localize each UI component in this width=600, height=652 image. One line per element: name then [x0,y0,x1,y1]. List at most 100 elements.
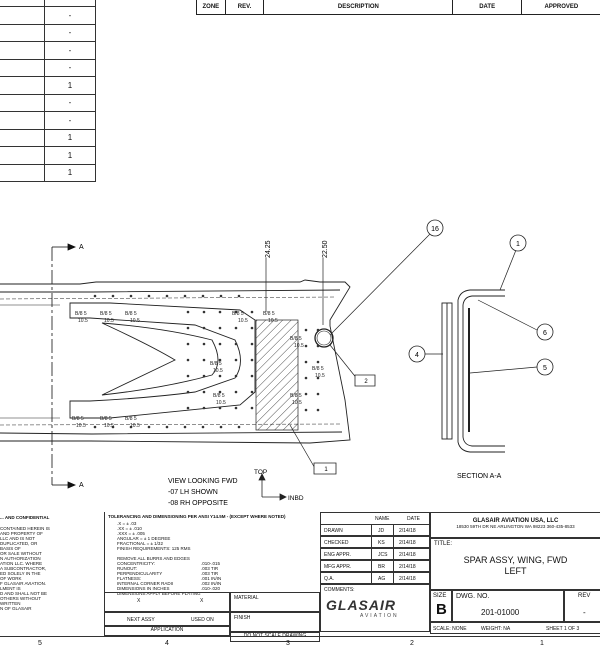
rivet [129,294,133,298]
svg-text:5: 5 [543,365,547,372]
size-cell: SIZE B [430,590,452,622]
bom-qty: 1 [67,168,73,178]
rivet [237,294,241,298]
company-cell: GLASAIR AVIATION USA, LLC 18530 59TH DR … [430,512,600,538]
hole-circle [314,328,334,348]
rivet [186,326,190,330]
section-a-a-view [441,289,505,453]
rivet-pattern [93,294,320,429]
section-balloon-6: 6 [536,323,554,341]
rivet-label: B/8 5 [72,416,84,422]
zone-3: 3 [286,640,290,647]
rivet [237,425,241,429]
rivet [165,425,169,429]
zone-strip: 5 4 3 2 1 [0,636,600,652]
bom-row: - [0,112,95,130]
rivet [250,390,254,394]
approval-name: AG [378,576,386,582]
svg-text:2: 2 [364,379,368,385]
rivet [186,374,190,378]
x-mark-cell: X X [104,592,230,612]
bom-row: 1 [0,164,95,182]
rivet [129,425,133,429]
rivet [147,294,151,298]
bom-qty: - [68,115,72,125]
rivet [304,392,308,396]
approval-date: 2/14/18 [399,564,416,570]
rivet [218,374,222,378]
rev-cell: REV - [564,590,600,622]
rivet-label: B/8 5 [75,311,87,317]
comments-cell: COMMENTS: [320,584,430,632]
dwg-no-value: 201-01000 [481,608,520,617]
rivet [316,376,320,380]
rivet [234,406,238,410]
bill-of-materials-fragment: - - - - 1 - - 1 1 1 [0,0,96,182]
dimension-22-50: 22.50 [322,240,329,258]
rivet [304,344,308,348]
approval-name: KS [378,540,385,546]
scale-row: SCALE: NONE WEIGHT: NA SHEET 1 OF 3 [430,622,600,634]
rivet [202,342,206,346]
view-note-1: VIEW LOOKING FWD [168,478,238,485]
approval-date: 2/14/18 [399,552,416,558]
zone-5: 5 [38,640,42,647]
rivet [234,310,238,314]
approval-date: 2/14/18 [399,576,416,582]
rivet [202,358,206,362]
rivet-label: 10.5 [76,423,86,429]
leader-lines [289,233,431,471]
dir-top-label: TOP [254,469,267,476]
rivet [218,326,222,330]
approval-role: CHECKED [324,540,349,546]
approval-date: 2/14/18 [399,528,416,534]
rivet [111,294,115,298]
dir-inbd-label: INBD [288,495,304,502]
rivet [202,326,206,330]
rivet [219,294,223,298]
rivet [202,374,206,378]
bom-qty: 1 [67,80,73,90]
rivet-label: B/8 5 [125,311,137,317]
application-cell: APPLICATION [104,626,230,636]
rivet-label: 10.5 [292,400,302,406]
bom-qty: 1 [67,133,73,143]
rivet-label: B/8 5 [213,393,225,399]
rivet [234,390,238,394]
rivet [316,360,320,364]
rivet [250,310,254,314]
next-assy-row: NEXT ASSY USED ON [104,612,230,626]
material-cell: MATERIAL [230,592,320,612]
rev-col-description: DESCRIPTION [264,0,454,14]
approval-role: ENG APPR. [324,552,351,558]
rivet-label: B/8 5 [312,366,324,372]
balloon-16: 16 [426,219,444,237]
rivet [218,406,222,410]
section-marker-top: A [79,244,84,251]
proprietary-notice: ... AND CONFIDENTIAL CONTAINED HEREIN IS… [0,515,50,611]
svg-text:1: 1 [324,467,328,473]
rev-col-rev: REV. [226,0,265,14]
rivet-label: B/8 5 [290,393,302,399]
section-cut-line [51,243,77,489]
rivet [234,326,238,330]
approval-role: MFG APPR. [324,564,352,570]
rivet [304,360,308,364]
rivet-label: 10.5 [238,318,248,324]
rivet [201,294,205,298]
title-cell: TITLE: SPAR ASSY, WING, FWD LEFT [430,538,600,590]
rivet-label: 10.5 [130,318,140,324]
rivet-label: 10.5 [216,400,226,406]
doubler-plate [255,319,299,431]
approval-name: JCS [378,552,388,558]
rivet-label: B/8 5 [125,416,137,422]
svg-text:6: 6 [543,330,547,337]
rev-col-date: DATE [453,0,522,14]
rivet-callouts: B/8 5 10.5 B/8 5 10.5 B/8 5 10.5 B/8 5 1… [72,311,325,429]
bom-row: - [0,24,95,42]
rivet-label: 10.5 [104,423,114,429]
rivet [186,390,190,394]
rivet [93,294,97,298]
drawing-title-2: LEFT [504,566,527,576]
